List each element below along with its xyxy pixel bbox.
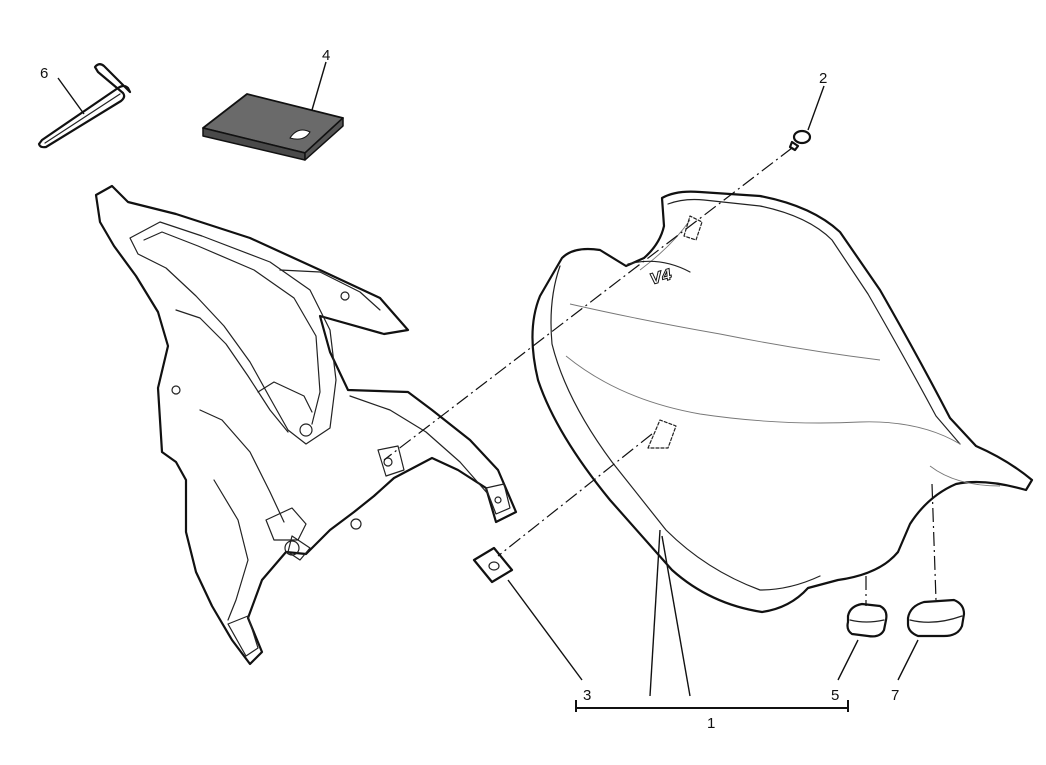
callout-7: 7 <box>891 687 899 704</box>
callout-labels: 6 4 2 3 5 7 1 <box>40 47 899 732</box>
callout-4: 4 <box>322 47 330 64</box>
rubber-pad-7 <box>906 598 966 638</box>
rear-tail-subframe <box>94 184 518 666</box>
rubber-grommet <box>472 546 514 584</box>
callout-2: 2 <box>819 70 827 87</box>
rubber-pad-5 <box>846 602 888 638</box>
callout-5: 5 <box>831 687 839 704</box>
callout-3: 3 <box>583 687 591 704</box>
toolkit-pad <box>202 93 344 161</box>
rider-seat: V4 <box>531 190 1034 614</box>
callout-leaders <box>57 61 919 712</box>
callout-1: 1 <box>707 715 715 732</box>
assembly-centrelines <box>383 147 937 606</box>
callout-6: 6 <box>40 65 48 82</box>
seat-screw <box>788 129 812 152</box>
allen-key <box>37 63 132 149</box>
seat-logo: V4 <box>648 265 674 288</box>
